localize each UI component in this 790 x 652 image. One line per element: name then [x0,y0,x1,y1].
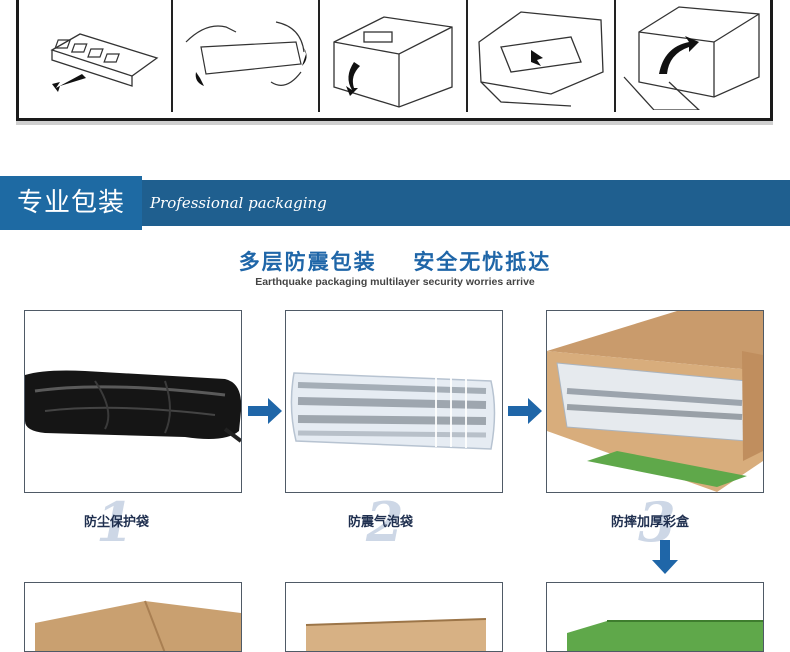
step-insert-cartridge-illustration [478,11,604,107]
photo-open-carton [285,582,503,652]
strip-divider [318,0,320,112]
photo-bubble-bag [285,310,503,493]
arrow-down-icon [652,540,678,574]
step-caption: 防震气泡袋 [348,515,414,530]
photo-carton-box [24,582,242,652]
step-number: 1 [96,490,134,554]
step-close-printer-illustration [623,6,760,110]
photo-boxed-product [546,582,764,652]
headline-left: 多层防震包装 [238,250,377,274]
step-caption: 防尘保护袋 [84,515,150,530]
step-caption: 防摔加厚彩盒 [611,515,690,530]
strip-divider [614,0,616,112]
headline-right: 安全无忧抵达 [413,250,552,274]
step-shake-cartridge-illustration [185,21,307,86]
arrow-right-icon [508,398,542,424]
arrow-right-icon [248,398,282,424]
photo-color-box [546,310,764,493]
step-open-printer-illustration [333,16,453,108]
strip-divider [171,0,173,112]
packaging-subtitle: Earthquake packaging multilayer security… [255,276,535,288]
section-title-en: Professional packaging [150,194,327,212]
step-number: 2 [366,490,404,554]
instruction-strip-shadow [16,121,773,125]
instruction-strip [16,0,773,121]
step-remove-cartridge-illustration [50,33,159,92]
photo-dust-bag [24,310,242,493]
strip-divider [466,0,468,112]
packaging-headline: 多层防震包装 安全无忧抵达 [0,246,790,276]
section-title-cn: 专业包装 [0,176,142,230]
